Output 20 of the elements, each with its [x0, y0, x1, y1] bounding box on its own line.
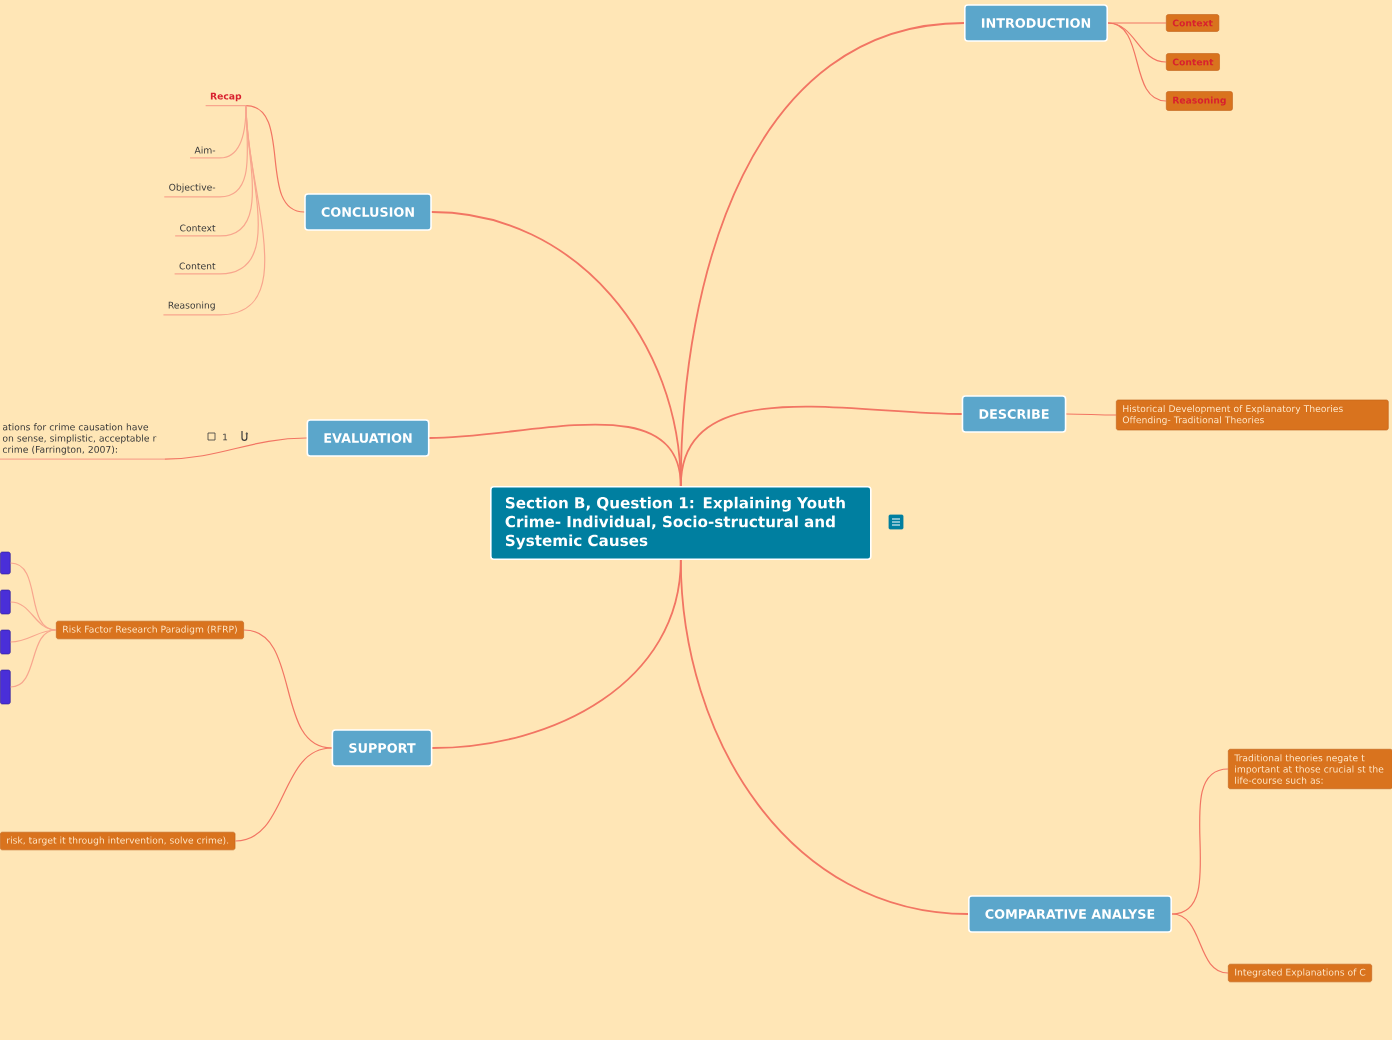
- connector: [679, 559, 969, 915]
- connector: [1171, 913, 1229, 974]
- connector: [1107, 22, 1167, 102]
- connector: [219, 105, 266, 316]
- connector: [164, 437, 308, 460]
- box: [0, 669, 11, 705]
- connector: [1107, 22, 1167, 63]
- connector: [243, 629, 333, 749]
- connector: [10, 629, 57, 643]
- connector: [1065, 413, 1117, 416]
- connector: [10, 601, 57, 631]
- box: [0, 551, 11, 575]
- box: [0, 589, 11, 615]
- connector: [1107, 22, 1167, 24]
- box: [0, 629, 11, 655]
- connector: [245, 105, 305, 213]
- connector: [234, 747, 333, 842]
- connector: [10, 562, 57, 631]
- connector: [1171, 768, 1229, 915]
- connector: [679, 405, 963, 487]
